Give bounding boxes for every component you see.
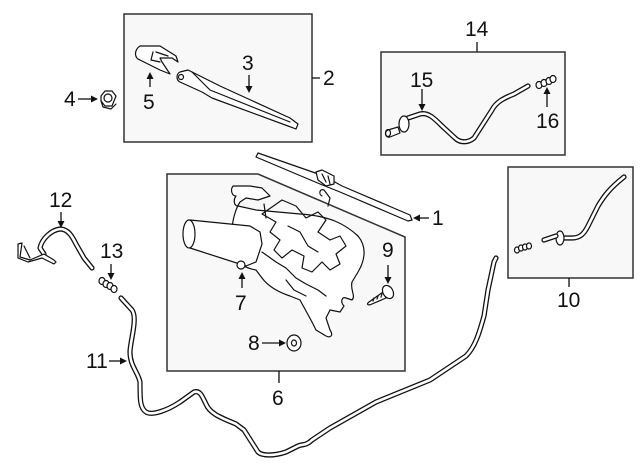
part-4: 4: [64, 88, 117, 111]
callout-10[interactable]: 10: [557, 289, 580, 312]
arrow-5: [146, 72, 154, 79]
washer-icon[interactable]: [286, 334, 302, 352]
wiper-blade-icon[interactable]: [255, 152, 413, 222]
callout-13[interactable]: 13: [100, 240, 123, 263]
group-box-2: 2 5 3: [123, 13, 335, 143]
callout-8[interactable]: 8: [248, 332, 260, 355]
arrow-15: [418, 104, 426, 111]
callout-6[interactable]: 6: [272, 387, 284, 410]
arm-cap-icon[interactable]: [134, 45, 179, 75]
callout-15[interactable]: 15: [410, 69, 433, 92]
washer-nozzle-hose-icon[interactable]: [513, 174, 627, 254]
callout-7[interactable]: 7: [235, 292, 247, 315]
arrow-16: [543, 87, 551, 94]
arrow-7: [238, 272, 246, 279]
wiper-arm-icon[interactable]: [176, 69, 299, 130]
arrow-8: [279, 339, 286, 347]
group-box-6: 6 7 8 9: [166, 173, 406, 410]
connector-icon[interactable]: [535, 74, 557, 90]
arrow-11: [120, 357, 127, 365]
callout-16[interactable]: 16: [536, 110, 559, 133]
callout-2[interactable]: 2: [323, 67, 335, 90]
callout-12[interactable]: 12: [49, 189, 72, 212]
callout-5[interactable]: 5: [143, 91, 155, 114]
group-box-14: 14 15 16: [380, 18, 566, 156]
arrow-12: [57, 221, 65, 228]
group-box-10: 10: [507, 166, 634, 312]
connector-13-icon[interactable]: [98, 276, 118, 294]
callout-3[interactable]: 3: [242, 52, 254, 75]
hose-with-nozzle-icon[interactable]: [384, 83, 531, 145]
hex-nut-icon[interactable]: [100, 90, 117, 110]
callout-11[interactable]: 11: [86, 350, 108, 373]
callout-9[interactable]: 9: [382, 239, 394, 262]
arrow-4: [91, 95, 98, 103]
arrow-13: [107, 273, 115, 280]
bolt-icon[interactable]: [366, 283, 396, 306]
wiper-motor-icon[interactable]: [182, 185, 365, 338]
arrow-9: [384, 277, 392, 284]
callout-4[interactable]: 4: [64, 88, 76, 111]
callout-14[interactable]: 14: [465, 18, 489, 41]
callout-1[interactable]: 1: [432, 207, 444, 230]
arrow-1: [413, 214, 420, 222]
arrow-3: [245, 86, 253, 93]
hose-section-icon[interactable]: [17, 226, 95, 271]
washer-hose-icon[interactable]: [118, 255, 499, 458]
